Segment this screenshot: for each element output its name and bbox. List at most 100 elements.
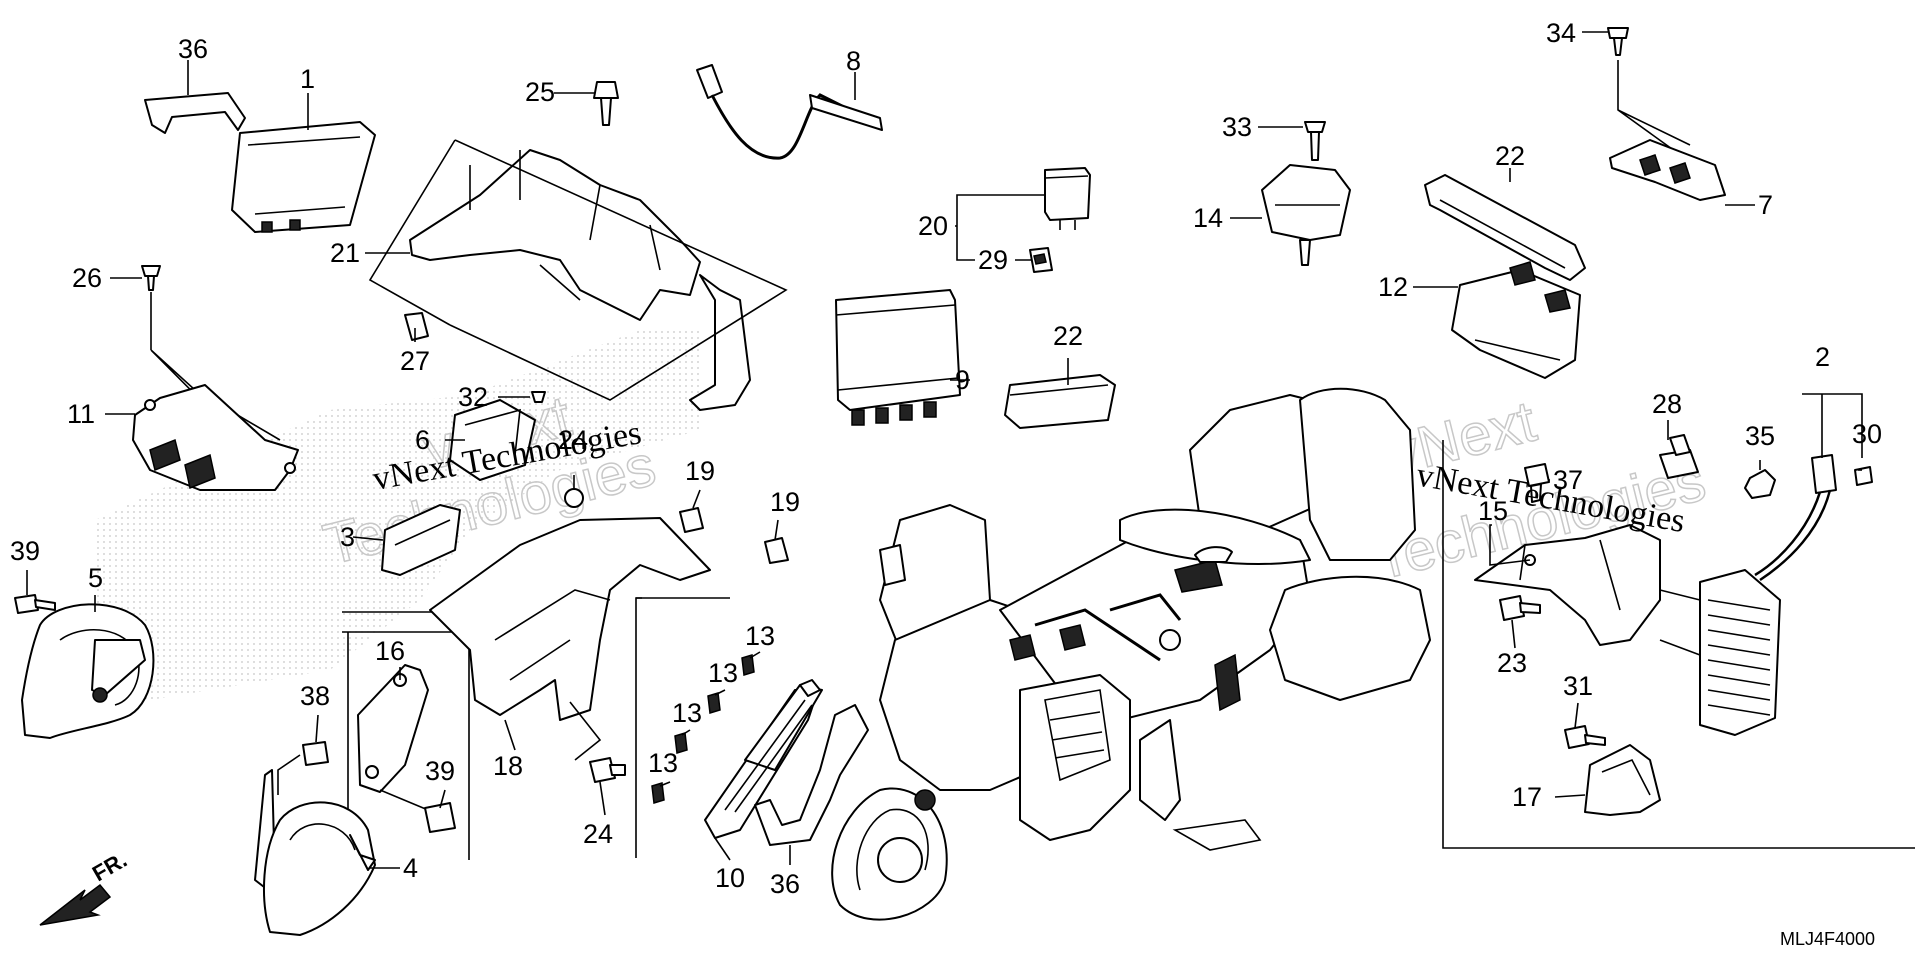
part-7-unit-bracket[interactable] <box>1609 139 1726 201</box>
callout-2: 2 <box>1815 342 1830 372</box>
callout-17: 17 <box>1512 782 1542 812</box>
callout-23: 23 <box>1497 648 1527 678</box>
part-32-bolt[interactable] <box>531 391 546 403</box>
callout-13-d: 13 <box>648 748 678 778</box>
part-15-regulator-bracket[interactable] <box>1474 524 1661 646</box>
callout-38: 38 <box>300 681 330 711</box>
part-13-pin-c[interactable] <box>674 732 688 754</box>
part-39-bolt-left[interactable] <box>14 594 56 614</box>
part-21-mounting-bracket[interactable] <box>368 139 788 411</box>
part-25-bolt[interactable] <box>593 81 619 126</box>
callout-1: 1 <box>300 64 315 94</box>
direction-label: FR. <box>88 847 131 886</box>
part-17-cover[interactable] <box>1584 744 1661 816</box>
part-38-bolt[interactable] <box>277 741 329 795</box>
callout-24-upper: 24 <box>558 425 588 455</box>
part-5-horn-upper[interactable] <box>21 603 155 739</box>
part-12-module[interactable] <box>1451 261 1581 379</box>
part-1-control-module[interactable] <box>231 121 376 233</box>
callout-11: 11 <box>67 399 95 429</box>
part-13-pin-d[interactable] <box>651 782 665 804</box>
callout-12: 12 <box>1378 272 1408 302</box>
part-31-bolt[interactable] <box>1564 725 1606 749</box>
callout-28: 28 <box>1652 389 1682 419</box>
callout-19-a: 19 <box>685 456 715 486</box>
callout-16: 16 <box>375 636 405 666</box>
callout-10: 10 <box>715 863 745 893</box>
part-11-module[interactable] <box>132 384 299 491</box>
callout-32: 32 <box>458 382 488 412</box>
callout-19-b: 19 <box>770 487 800 517</box>
callout-27: 27 <box>400 346 430 376</box>
part-4-horn-lower[interactable] <box>254 769 376 936</box>
callout-33: 33 <box>1222 112 1252 142</box>
callout-14: 14 <box>1193 203 1223 233</box>
part-16-horn-bracket[interactable] <box>357 664 441 816</box>
callout-20: 20 <box>918 211 948 241</box>
part-37-bolt[interactable] <box>1524 463 1550 503</box>
callout-5: 5 <box>88 563 103 593</box>
callout-34: 34 <box>1546 18 1576 48</box>
part-2-regulator-unit[interactable] <box>1659 569 1781 736</box>
box-outline-right <box>1442 440 1915 849</box>
part-24-bolt-lower[interactable] <box>589 757 626 783</box>
part-27-clip[interactable] <box>404 312 429 341</box>
part-22-cover-upper[interactable] <box>1424 174 1586 281</box>
part-30-clip[interactable] <box>1854 466 1873 486</box>
part-22-cover-mid[interactable] <box>1004 374 1116 429</box>
part-28-clip[interactable] <box>1659 434 1699 479</box>
callout-3: 3 <box>340 522 355 552</box>
callout-29: 29 <box>978 245 1008 275</box>
front-direction-arrow: FR. <box>39 847 131 926</box>
callout-13-b: 13 <box>708 658 738 688</box>
callout-9: 9 <box>955 365 970 395</box>
callout-26: 26 <box>72 263 102 293</box>
callout-7: 7 <box>1758 190 1773 220</box>
part-23-bolt[interactable] <box>1499 595 1541 621</box>
callout-36-top: 36 <box>178 34 208 64</box>
part-29-clip[interactable] <box>1029 247 1053 273</box>
motorcycle-illustration <box>831 387 1431 921</box>
part-36-bracket-top[interactable] <box>144 92 246 134</box>
part-13-pin-b[interactable] <box>707 692 721 714</box>
part-20-relay[interactable] <box>1044 167 1091 230</box>
part-8-harness-cable[interactable] <box>696 64 883 160</box>
callout-24-lower: 24 <box>583 819 613 849</box>
part-19-clip-b[interactable] <box>764 537 789 564</box>
leader-lines <box>26 31 1862 869</box>
callout-13-a: 13 <box>745 621 775 651</box>
part-13-pin-a[interactable] <box>741 654 755 676</box>
callout-22-mid: 22 <box>1053 321 1083 351</box>
callout-22-upper: 22 <box>1495 141 1525 171</box>
callout-18: 18 <box>493 751 523 781</box>
part-6-relay-holder[interactable] <box>449 399 536 481</box>
callout-30: 30 <box>1852 419 1882 449</box>
part-2-regulator-connector[interactable] <box>1754 393 1863 582</box>
callout-39-left: 39 <box>10 536 40 566</box>
callout-31: 31 <box>1563 671 1593 701</box>
callout-6: 6 <box>415 425 430 455</box>
part-3-connector-holder[interactable] <box>381 504 461 576</box>
part-14-sensor[interactable] <box>1261 164 1351 266</box>
callout-15: 15 <box>1478 496 1508 526</box>
part-9-ecu[interactable] <box>835 289 961 426</box>
callout-25: 25 <box>525 77 555 107</box>
part-33-bolt[interactable] <box>1304 121 1326 161</box>
part-35-nut[interactable] <box>1744 469 1776 499</box>
callout-37: 37 <box>1553 465 1583 495</box>
part-36-bracket-lower[interactable] <box>754 704 869 846</box>
dotted-shading <box>95 330 700 700</box>
callout-13-c: 13 <box>672 698 702 728</box>
callout-labels: 36 1 25 8 34 33 22 7 14 20 29 21 26 12 2… <box>10 18 1882 899</box>
callout-8: 8 <box>846 46 861 76</box>
diagram-code: MLJ4F4000 <box>1780 929 1875 949</box>
part-18-lower-bracket[interactable] <box>429 517 711 761</box>
part-19-clip-a[interactable] <box>679 507 704 533</box>
callout-39-middle: 39 <box>425 756 455 786</box>
callout-21: 21 <box>330 238 360 268</box>
callout-4: 4 <box>403 853 418 883</box>
callout-36-lower: 36 <box>770 869 800 899</box>
part-24-nut-upper[interactable] <box>564 488 584 508</box>
